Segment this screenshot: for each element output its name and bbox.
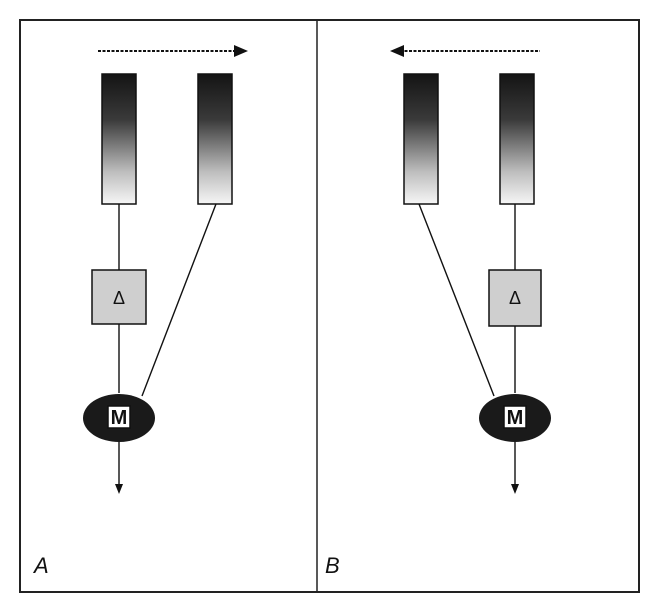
motion-arrow-left-head [390, 45, 404, 57]
receptor-right [197, 73, 233, 205]
motion-arrow-right-head [234, 45, 248, 57]
panel-letter-b: B [325, 553, 340, 578]
multiplier-symbol: M [111, 407, 128, 429]
output-arrow-head [511, 484, 519, 494]
multiplier-label-box [107, 405, 131, 429]
receptor-left [403, 73, 439, 205]
delay-box [488, 269, 542, 327]
delay-symbol: Δ [509, 288, 521, 308]
panel-letter-a: A [32, 553, 49, 578]
receptor-left [101, 73, 137, 205]
delay-symbol: Δ [113, 288, 125, 308]
wire-left-to-multiplier [418, 203, 495, 397]
multiplier-symbol: M [507, 407, 524, 429]
output-arrow-head [115, 484, 123, 494]
multiplier-label-box [503, 405, 527, 429]
panel-a: Δ M A [32, 45, 248, 578]
wire-right-to-multiplier [141, 203, 217, 397]
receptor-right [499, 73, 535, 205]
panel-b: Δ M B [325, 45, 551, 578]
delay-box [91, 269, 147, 325]
